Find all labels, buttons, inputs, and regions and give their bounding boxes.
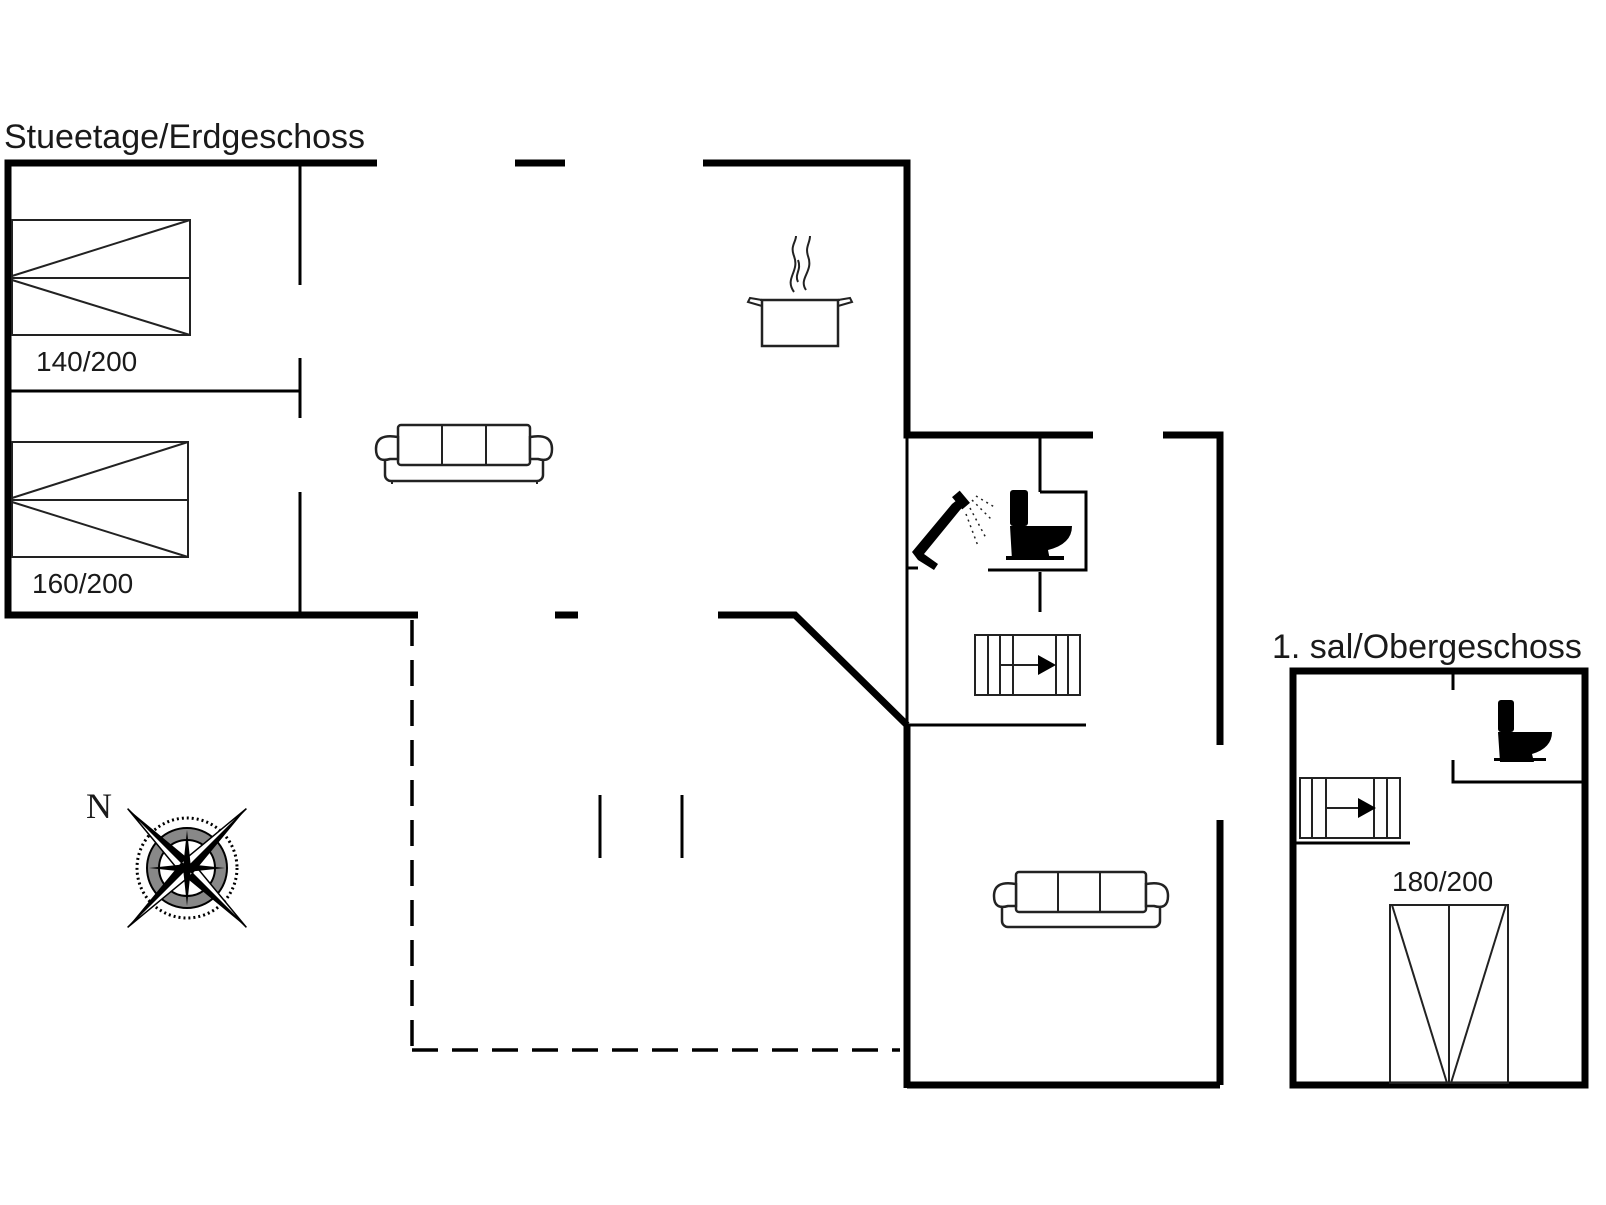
bed-size-label-1: 140/200	[36, 346, 138, 377]
compass-north-label: N	[86, 786, 112, 826]
bed-size-label-2: 160/200	[32, 568, 134, 599]
upper-floor-walls	[1289, 667, 1589, 1089]
cooking-pot-icon	[746, 235, 854, 348]
double-bed-icon	[11, 219, 191, 336]
sofa-icon	[992, 870, 1170, 929]
sofa-icon	[374, 423, 554, 484]
terrace-outline	[410, 620, 900, 1052]
double-bed-icon	[1389, 904, 1509, 1084]
bed-size-label-3: 180/200	[1392, 866, 1494, 897]
ground-floor-walls	[4, 159, 1224, 1089]
staircase-icon	[1299, 777, 1401, 839]
compass-rose-icon	[127, 808, 247, 928]
shower-icon	[912, 490, 997, 570]
ground-floor-partitions	[10, 165, 1088, 858]
toilet-icon	[1006, 490, 1072, 560]
double-bed-icon	[11, 441, 189, 558]
ground-floor-title: Stueetage/Erdgeschoss	[4, 118, 366, 156]
staircase-icon	[974, 634, 1081, 696]
toilet-icon	[1494, 700, 1552, 762]
upper-floor-title: 1. sal/Obergeschoss	[1272, 628, 1582, 666]
